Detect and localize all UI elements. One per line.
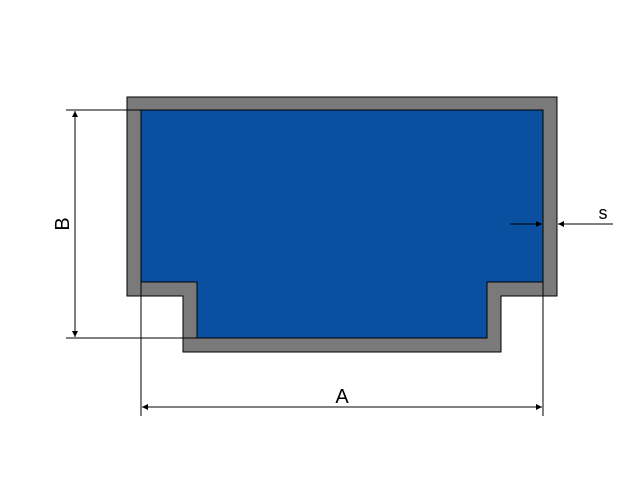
dim-b-label: B — [52, 217, 74, 230]
profile-cavity — [140, 109, 544, 339]
dim-a-label: A — [335, 386, 349, 408]
dim-s-label: s — [599, 203, 608, 223]
